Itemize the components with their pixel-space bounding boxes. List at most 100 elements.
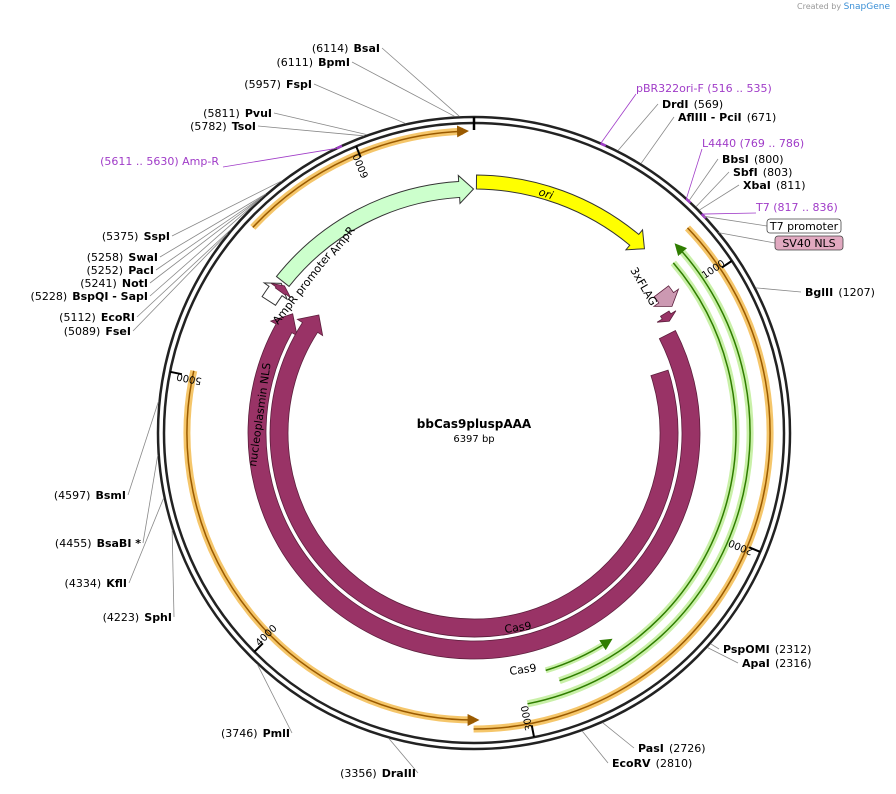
- callout-box-0: [766, 218, 842, 234]
- green-line-small: [545, 638, 613, 672]
- site-label-noti: (5241) NotI: [80, 272, 148, 291]
- site-name: PvuI: [245, 107, 272, 120]
- primer-label-l4440: L4440 (769 .. 786): [702, 137, 804, 150]
- site-leader-8: [149, 196, 263, 284]
- site-label-bglii: BglII (1207): [805, 281, 875, 300]
- site-label-ecori: (5112) EcoRI: [59, 306, 135, 325]
- site-label-drdi: DrdI (569): [662, 93, 723, 112]
- site-name: DraIII: [382, 767, 416, 780]
- tick-5000: [169, 370, 183, 376]
- site-position: (5228): [31, 290, 68, 303]
- site-position: (5811): [203, 107, 240, 120]
- primer-label-ampr: (5611 .. 5630) Amp-R: [100, 155, 219, 168]
- site-position: (2726): [669, 742, 706, 755]
- site-leader-27: [699, 184, 740, 211]
- site-position: (803): [763, 166, 793, 179]
- ampr-arrow: [275, 174, 475, 288]
- site-label-bsai: (6114) BsaI: [312, 37, 380, 56]
- site-leader-14: [128, 497, 165, 584]
- primer-leader-0: [600, 93, 637, 144]
- plasmid-length: 6397 bp: [453, 434, 494, 445]
- feature-label-3xflag: 3xFLAG: [627, 265, 659, 308]
- site-name: NotI: [122, 277, 148, 290]
- tick-label-3000: 3000: [520, 704, 536, 731]
- site-position: (5112): [59, 311, 96, 324]
- site-position: (5782): [190, 120, 227, 133]
- site-position: (671): [747, 111, 777, 124]
- primer-range: (5611 .. 5630): [100, 155, 179, 168]
- primer-range: (817 .. 836): [773, 201, 838, 214]
- site-name: ApaI: [742, 657, 770, 670]
- site-leader-3: [273, 112, 367, 136]
- site-position: (2316): [775, 657, 812, 670]
- site-leader-11: [132, 233, 228, 332]
- site-name: PspOMI: [723, 643, 770, 656]
- callout-leader-0: [703, 215, 768, 227]
- feature-label-cas9-outer: Cas9: [509, 661, 538, 678]
- site-leader-16: [257, 664, 293, 734]
- site-name: PmlI: [263, 727, 290, 740]
- site-label-pasi: PasI (2726): [638, 737, 706, 756]
- site-name: BsaI: [354, 42, 380, 55]
- site-name: SspI: [144, 230, 170, 243]
- feature-arrows: [247, 174, 701, 660]
- site-leader-26: [695, 171, 730, 208]
- tick-3000: [530, 725, 536, 738]
- primer-label-t7: T7 (817 .. 836): [755, 201, 838, 214]
- primer-name: Amp-R: [182, 155, 219, 168]
- site-name: TsoI: [232, 120, 256, 133]
- site-position: (5089): [64, 325, 101, 338]
- site-leader-10: [136, 228, 232, 318]
- site-leader-25: [688, 158, 719, 201]
- sv40-nls-arrow: [656, 310, 677, 323]
- primer-name: L4440: [702, 137, 736, 150]
- primer-leader-3: [222, 147, 337, 168]
- primer-range: (769 .. 786): [740, 137, 805, 150]
- site-position: (3356): [340, 767, 377, 780]
- site-leader-7: [155, 194, 265, 271]
- site-position: (4455): [55, 537, 92, 550]
- plasmid-name: bbCas9pluspAAA: [417, 417, 532, 431]
- primer-leader-1: [685, 148, 703, 200]
- snapgene-logo: SnapGene: [843, 2, 890, 12]
- site-name: AflIII: [678, 111, 707, 124]
- primer-mark-3: [336, 144, 343, 150]
- site-leader-5: [171, 180, 283, 237]
- site-name: SwaI: [128, 251, 158, 264]
- site-position: (5375): [102, 230, 139, 243]
- site-extra: - PciI: [707, 111, 742, 124]
- tick-2000: [748, 546, 761, 553]
- site-position: (4597): [54, 489, 91, 502]
- site-leader-19: [581, 730, 609, 764]
- site-label-afliii: AflIII - PciI (671): [678, 106, 776, 125]
- site-label-pvui: (5811) PvuI: [203, 102, 272, 121]
- site-name: DrdI: [662, 98, 689, 111]
- green-line-inner: [559, 262, 737, 682]
- orange-line-right: [473, 227, 771, 730]
- site-leader-0: [381, 47, 460, 117]
- primer-label-pbr322orif: pBR322ori-F (516 .. 535): [636, 82, 772, 95]
- primer-sites: pBR322ori-F (516 .. 535) L4440 (769 .. 78…: [100, 82, 838, 219]
- site-name: BglII: [805, 286, 833, 299]
- cas9-arrow-inner: [269, 314, 679, 638]
- site-leader-21: [707, 647, 739, 664]
- site-label-pmli: (3746) PmlI: [221, 722, 290, 741]
- site-label-fsei: (5089) FseI: [64, 320, 131, 339]
- feature-label-ori: ori: [537, 185, 555, 202]
- site-label-draiii: (3356) DraIII: [340, 762, 416, 781]
- tick-4000: [253, 642, 264, 653]
- site-position: (5957): [244, 78, 281, 91]
- site-label-sspi: (5375) SspI: [102, 225, 170, 244]
- site-position: (4334): [65, 577, 102, 590]
- site-name: BspQI: [72, 290, 108, 303]
- site-position: (2312): [775, 643, 812, 656]
- primer-leader-2: [701, 212, 757, 215]
- site-leader-17: [388, 738, 419, 774]
- site-leader-13: [142, 454, 159, 544]
- site-position: (1207): [838, 286, 875, 299]
- site-leader-24: [640, 116, 675, 164]
- site-position: (5258): [87, 251, 124, 264]
